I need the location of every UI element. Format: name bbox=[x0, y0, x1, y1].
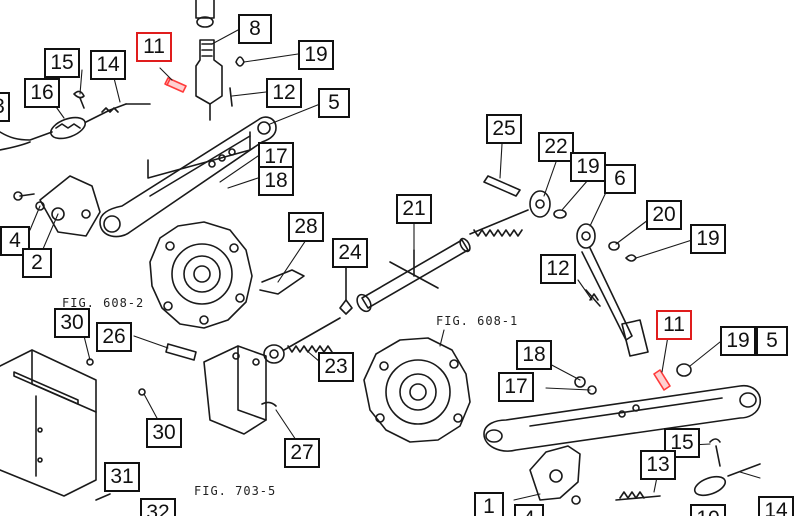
callout-part-21[interactable]: 21 bbox=[396, 194, 432, 224]
callout-part-6[interactable]: 6 bbox=[604, 164, 636, 194]
left-frame-plate bbox=[13, 131, 251, 237]
figure-label-608-1: FIG. 608-1 bbox=[436, 314, 519, 328]
callout-part-1[interactable]: 1 bbox=[474, 492, 504, 516]
left-check-chain bbox=[0, 90, 151, 151]
callout-part-18-left[interactable]: 18 bbox=[258, 166, 294, 196]
callout-part-17-right[interactable]: 17 bbox=[498, 372, 534, 402]
right-lift-rod bbox=[576, 223, 649, 357]
callout-part-24[interactable]: 24 bbox=[332, 238, 368, 268]
hair-pin-28 bbox=[259, 269, 305, 295]
callout-part-12-right[interactable]: 12 bbox=[540, 254, 576, 284]
callout-part-19-lower[interactable]: 19 bbox=[720, 326, 756, 356]
callout-part-30-lower[interactable]: 30 bbox=[146, 418, 182, 448]
callout-part-8[interactable]: 8 bbox=[238, 14, 272, 44]
callout-part-19-top[interactable]: 19 bbox=[298, 40, 334, 70]
callout-part-20[interactable]: 20 bbox=[646, 200, 682, 230]
pin-11-right bbox=[653, 369, 671, 391]
threaded-rod-upper bbox=[469, 175, 567, 237]
callout-part-2[interactable]: 2 bbox=[22, 248, 52, 278]
callout-part-14-left[interactable]: 14 bbox=[90, 50, 126, 80]
callout-part-14-right[interactable]: 14 bbox=[758, 496, 794, 516]
callout-part-5-left[interactable]: 5 bbox=[318, 88, 350, 118]
callout-part-22[interactable]: 22 bbox=[538, 132, 574, 162]
callout-part-19-mid[interactable]: 19 bbox=[570, 152, 606, 182]
right-gear-housing bbox=[363, 337, 471, 443]
callout-part-5-right[interactable]: 5 bbox=[756, 326, 788, 356]
bolt-24 bbox=[339, 267, 353, 315]
callout-part-11-left[interactable]: 11 bbox=[136, 32, 172, 62]
callout-part-26[interactable]: 26 bbox=[96, 322, 132, 352]
callout-part-15-left[interactable]: 15 bbox=[44, 48, 80, 78]
callout-part-3[interactable]: 3 bbox=[0, 92, 10, 122]
callout-part-28[interactable]: 28 bbox=[288, 212, 324, 242]
callout-part-15-right[interactable]: 15 bbox=[664, 428, 700, 458]
callout-part-12-left[interactable]: 12 bbox=[266, 78, 302, 108]
callout-part-23[interactable]: 23 bbox=[318, 352, 354, 382]
callout-part-4-left[interactable]: 4 bbox=[0, 226, 30, 256]
bracket-assembly-703-5 bbox=[165, 317, 341, 435]
leader-lines bbox=[29, 29, 761, 501]
callout-part-11-right[interactable]: 11 bbox=[656, 310, 692, 340]
callout-part-19-right[interactable]: 19 bbox=[690, 224, 726, 254]
right-lower-link bbox=[483, 363, 762, 452]
callout-part-10[interactable]: 10 bbox=[690, 504, 726, 516]
callout-part-31[interactable]: 31 bbox=[104, 462, 140, 492]
callout-part-25[interactable]: 25 bbox=[486, 114, 522, 144]
callout-part-32[interactable]: 32 bbox=[140, 498, 176, 516]
figure-label-703-5: FIG. 703-5 bbox=[194, 484, 277, 498]
callout-part-4-right[interactable]: 4 bbox=[514, 504, 544, 516]
cover-panel bbox=[0, 349, 146, 501]
figure-label-608-2: FIG. 608-2 bbox=[62, 296, 145, 310]
callout-part-13[interactable]: 13 bbox=[640, 450, 676, 480]
callout-part-30-left[interactable]: 30 bbox=[54, 308, 90, 338]
left-lower-link bbox=[99, 116, 277, 238]
callout-part-18-right[interactable]: 18 bbox=[516, 340, 552, 370]
left-gear-housing bbox=[149, 221, 253, 329]
callout-part-27[interactable]: 27 bbox=[284, 438, 320, 468]
pin-11-left bbox=[164, 77, 187, 93]
callout-part-16[interactable]: 16 bbox=[24, 78, 60, 108]
right-lower-bracket bbox=[529, 438, 761, 505]
left-upper-link-assembly bbox=[195, 0, 245, 121]
cross-shaft-21 bbox=[356, 237, 471, 313]
